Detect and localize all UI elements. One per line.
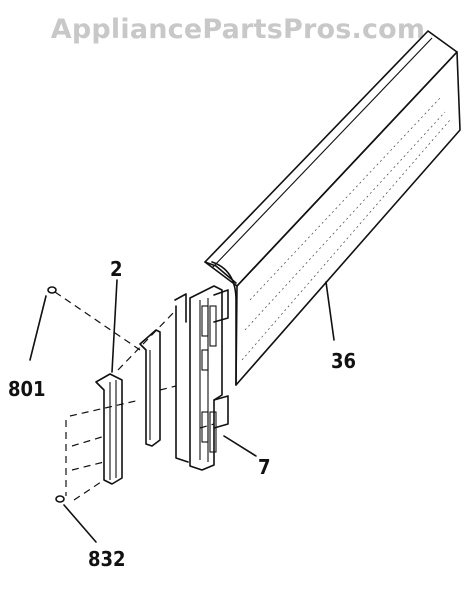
screw-832 [55,495,65,503]
leader-lines [29,279,335,543]
assembly-lines [54,291,215,501]
callout-832: 832 [88,547,126,571]
screw-801 [47,286,57,294]
callout-36: 36 [331,349,356,373]
clip-2 [95,373,123,485]
bracket-7 [189,285,229,471]
panel-36 [204,30,461,386]
callout-801: 801 [8,377,46,401]
watermark-text: AppliancePartsPros.com [50,14,426,45]
bracket-middle [139,293,189,463]
callout-2: 2 [110,257,123,281]
callout-7: 7 [258,455,271,479]
